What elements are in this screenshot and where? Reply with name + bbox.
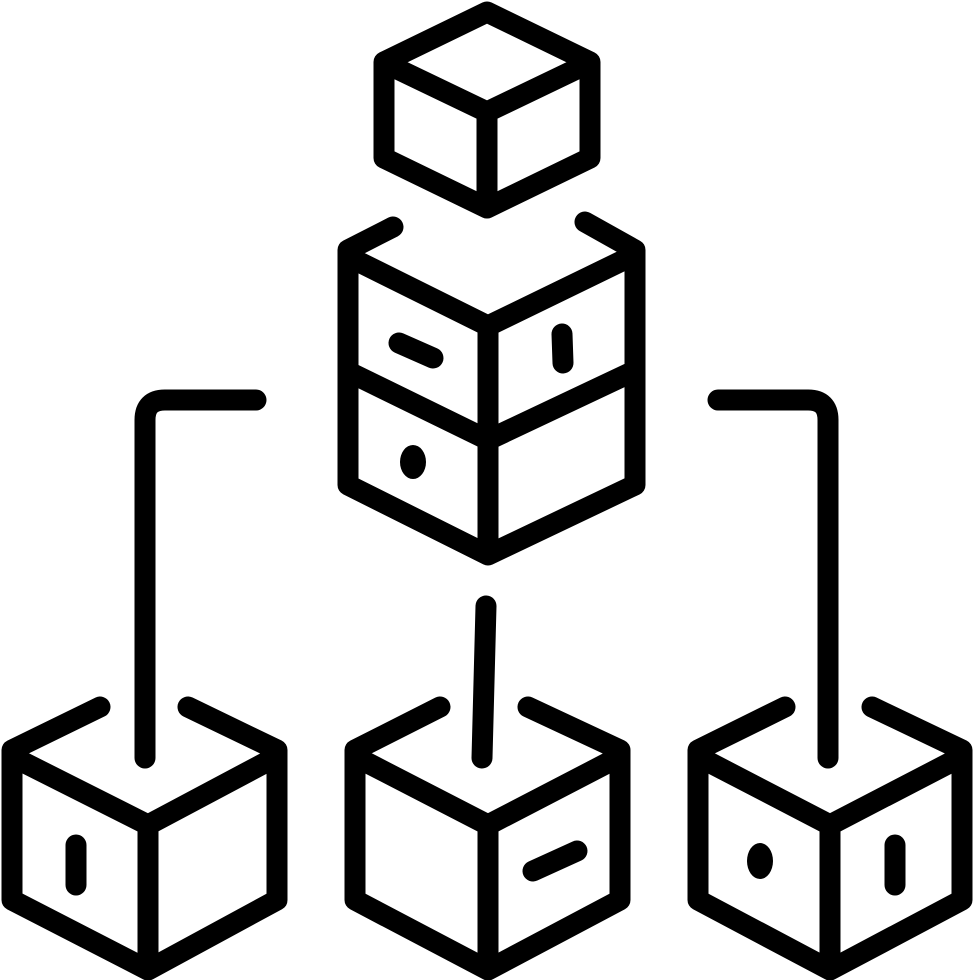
drive-slot-icon <box>522 840 588 882</box>
left-node-cube-icon <box>1 696 288 980</box>
drive-led-icon <box>400 445 426 479</box>
drive-led-icon <box>747 843 773 879</box>
middle-node-cube-icon <box>344 696 631 980</box>
drive-slot-icon <box>551 323 574 374</box>
right-node-cube-icon <box>687 696 973 980</box>
drive-slot-icon <box>388 332 444 369</box>
central-server-cube-icon <box>337 211 646 566</box>
top-cube-icon <box>373 1 601 219</box>
connector-lines <box>134 389 839 769</box>
